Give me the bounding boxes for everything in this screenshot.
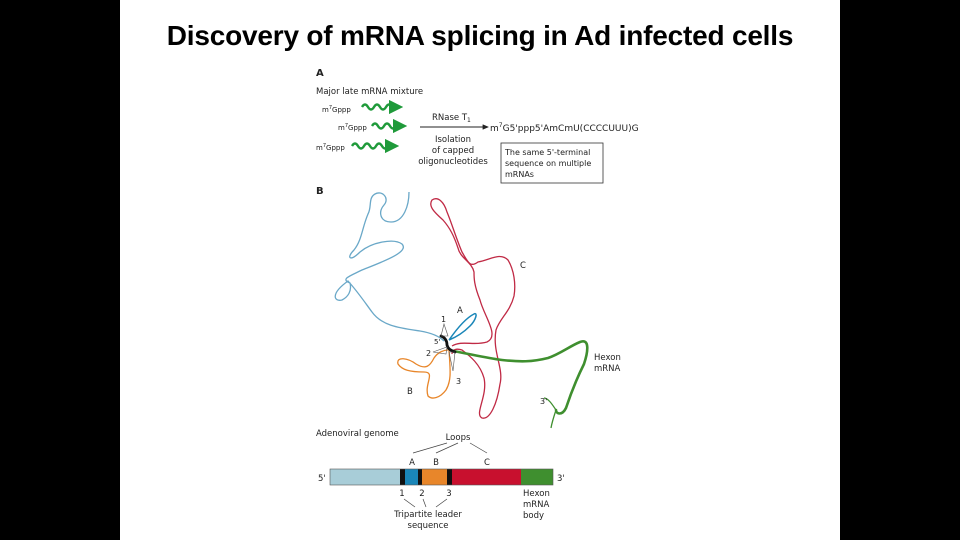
segment-leader-1 bbox=[400, 469, 405, 485]
label-3-prime-mrna: 3' bbox=[540, 397, 547, 406]
mrna-1: m7Gppp bbox=[322, 99, 404, 115]
hexon-mrna-3prime-tail bbox=[543, 397, 557, 429]
slide: Discovery of mRNA splicing in Ad infecte… bbox=[120, 0, 840, 540]
panel-a-heading: Major late mRNA mixture bbox=[316, 87, 423, 97]
loop-b-orange bbox=[397, 349, 451, 399]
tripartite-leader-junction bbox=[439, 334, 457, 354]
body-label-line-2: mRNA bbox=[523, 500, 550, 510]
box-line-3: mRNAs bbox=[505, 170, 534, 179]
segment-leader-3 bbox=[447, 469, 452, 485]
step-line-1: Isolation bbox=[435, 135, 471, 145]
label-loop-b: B bbox=[407, 387, 413, 397]
label-leader-1: 1 bbox=[441, 315, 446, 324]
panel-a: A Major late mRNA mixture m7Gppp m7Gppp … bbox=[316, 68, 639, 184]
hexon-mrna-strand bbox=[451, 340, 589, 415]
hexon-label-line-1: Hexon bbox=[594, 353, 621, 363]
segment-loop-b bbox=[422, 469, 447, 485]
segment-leader-2 bbox=[418, 469, 422, 485]
segment-loop-a bbox=[405, 469, 418, 485]
leader-pointer-lines bbox=[403, 498, 448, 508]
genome-3-prime-end: 3' bbox=[557, 474, 565, 484]
adenoviral-genome-map: Adenoviral genome Loops A B C 5' 3' bbox=[316, 429, 565, 531]
genome-loop-b-letter: B bbox=[433, 458, 439, 468]
loops-pointer-lines bbox=[412, 442, 488, 454]
conclusion-box bbox=[500, 142, 604, 184]
cap-label-2: m7Gppp bbox=[338, 123, 367, 132]
genome-leader-2-number: 2 bbox=[419, 489, 424, 499]
cap-label-1: m7Gppp bbox=[322, 105, 351, 114]
genome-title: Adenoviral genome bbox=[316, 429, 399, 439]
leader-label-line-1: Tripartite leader bbox=[393, 510, 462, 520]
wavy-mrna-arrow-2 bbox=[370, 118, 408, 134]
label-5-prime: 5' bbox=[434, 338, 440, 346]
segment-upstream bbox=[330, 469, 400, 485]
label-loop-c: C bbox=[520, 261, 526, 271]
genome-bar-outline bbox=[329, 468, 554, 486]
genome-5-prime-end: 5' bbox=[318, 474, 326, 484]
genome-leader-3-number: 3 bbox=[446, 489, 451, 499]
panel-a-label: A bbox=[316, 68, 324, 79]
step-line-2: of capped bbox=[432, 146, 474, 156]
wavy-mrna-arrow-1 bbox=[360, 99, 404, 115]
wavy-mrna-arrow-3 bbox=[350, 138, 400, 154]
mrna-2: m7Gppp bbox=[338, 118, 408, 134]
step-line-3: oligonucleotides bbox=[418, 157, 488, 167]
label-leader-3: 3 bbox=[456, 377, 461, 386]
capped-oligo-product: m7G5'ppp5'AmCmU(CCCCUUU)G bbox=[490, 122, 639, 134]
leader-pointers bbox=[432, 322, 456, 372]
loop-c-red bbox=[430, 198, 516, 419]
label-loop-a: A bbox=[457, 306, 463, 316]
cap-label-3: m7Gppp bbox=[316, 143, 345, 152]
loops-label: Loops bbox=[446, 433, 471, 443]
genome-leader-1-number: 1 bbox=[399, 489, 404, 499]
leader-label-line-2: sequence bbox=[408, 521, 449, 531]
box-line-2: sequence on multiple bbox=[505, 159, 591, 168]
label-leader-2: 2 bbox=[426, 349, 431, 358]
mrna-3: m7Gppp bbox=[316, 138, 400, 154]
body-label-line-1: Hexon bbox=[523, 489, 550, 499]
body-label-line-3: body bbox=[523, 511, 544, 521]
genome-loop-c-letter: C bbox=[484, 458, 490, 468]
figure: A Major late mRNA mixture m7Gppp m7Gppp … bbox=[316, 68, 639, 531]
box-line-1: The same 5'-terminal bbox=[504, 148, 590, 157]
hexon-label-line-2: mRNA bbox=[594, 364, 621, 374]
light-blue-ssdna-strand bbox=[334, 191, 445, 342]
segment-loop-c bbox=[452, 469, 521, 485]
enzyme-label: RNase T1 bbox=[432, 113, 471, 124]
panel-b-label: B bbox=[316, 186, 324, 197]
genome-loop-a-letter: A bbox=[409, 458, 415, 468]
loop-a-blue bbox=[448, 312, 477, 341]
panel-b: B 1 5' 2 3 A B bbox=[316, 186, 621, 531]
segment-hexon-body bbox=[521, 469, 553, 485]
slide-title: Discovery of mRNA splicing in Ad infecte… bbox=[166, 20, 794, 51]
